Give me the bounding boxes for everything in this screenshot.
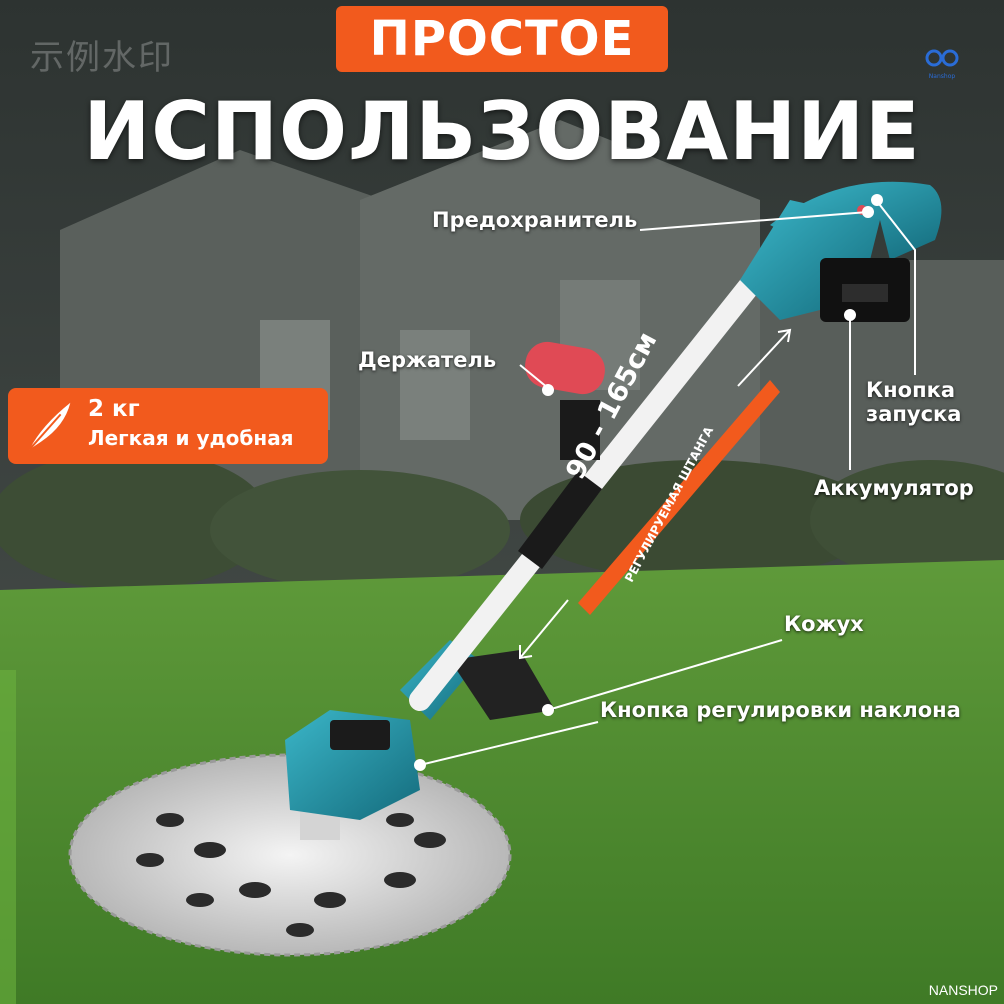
callout-holder: Держатель (358, 348, 497, 372)
logo-caption: Nanshop (929, 73, 956, 80)
callout-guard: Кожух (784, 612, 864, 636)
weight-value: 2 кг (88, 396, 140, 422)
rear-handle (740, 181, 942, 322)
callout-start-button-line2: запуска (866, 402, 962, 426)
callout-lines (414, 199, 916, 771)
shaft (409, 249, 781, 711)
holder-handle (525, 341, 605, 460)
callout-battery: Аккумулятор (814, 476, 974, 500)
watermark: 示例水印 (30, 38, 174, 78)
callout-fuse: Предохранитель (432, 208, 638, 232)
weight-subtitle: Легкая и удобная (88, 426, 294, 450)
headline: ИСПОЛЬЗОВАНИЕ (83, 85, 921, 178)
guard (450, 650, 555, 720)
feather-icon (29, 402, 71, 450)
glasses-logo-icon: Nanshop (925, 49, 959, 80)
brand-mark: NANSHOP (928, 982, 998, 998)
saw-blade (68, 753, 512, 957)
callout-start-button-line1: Кнопка (866, 378, 956, 402)
adjustable-rail-stripe (578, 380, 780, 615)
callout-tilt-button: Кнопка регулировки наклона (600, 698, 961, 722)
top-badge: ПРОСТОЕ (336, 6, 668, 72)
weight-badge: 2 кг Легкая и удобная (8, 388, 328, 464)
top-badge-label: ПРОСТОЕ (369, 11, 635, 67)
